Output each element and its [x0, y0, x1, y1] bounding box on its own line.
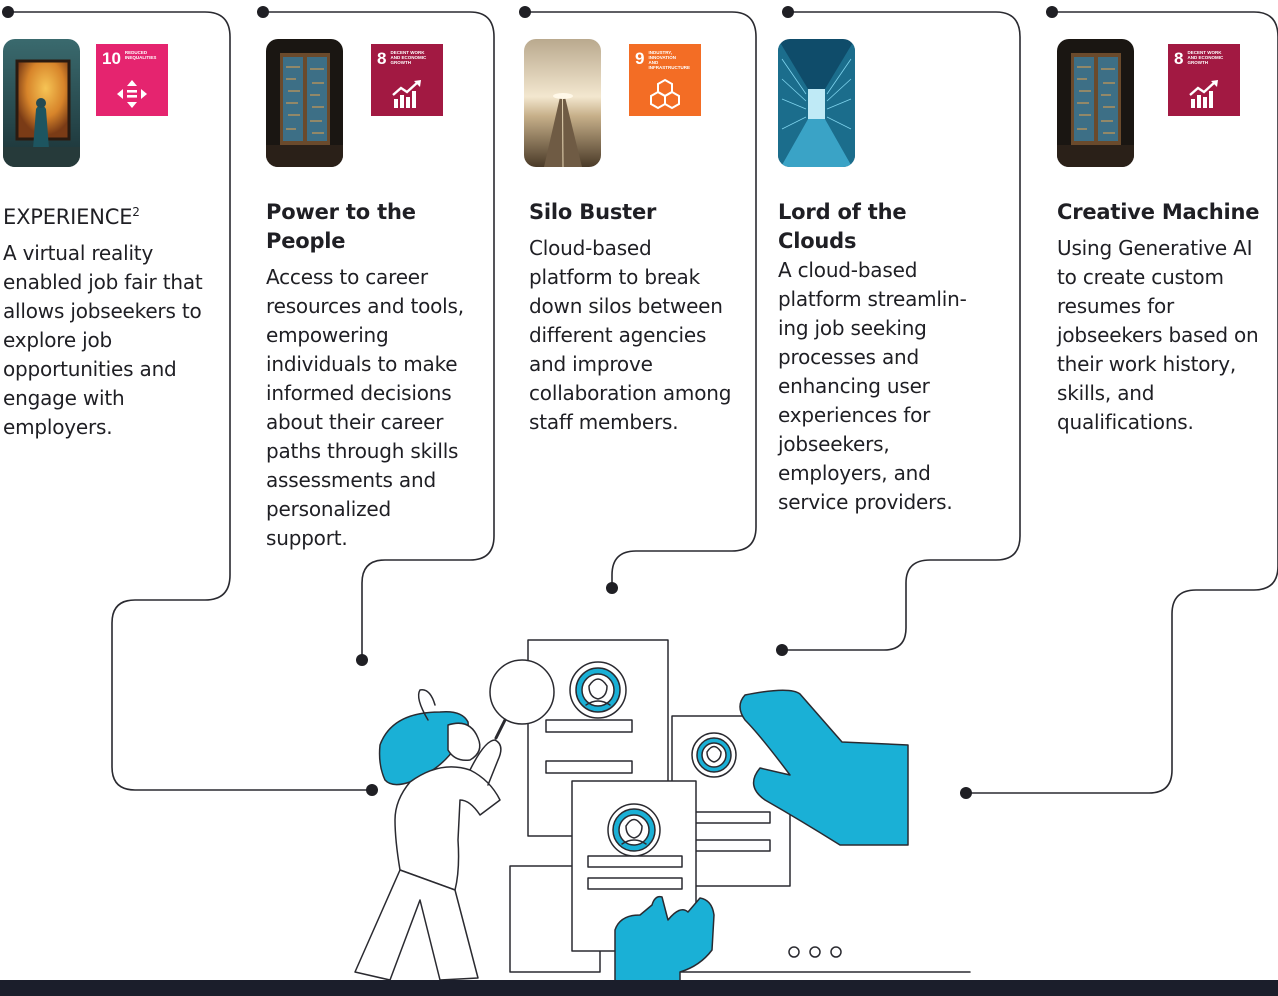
avatar-icon: [569, 661, 627, 719]
connector-dot: [960, 787, 972, 799]
connector-dot: [356, 654, 368, 666]
card-title: Creative Machine: [1057, 200, 1260, 224]
sdg-number: 8: [1174, 49, 1184, 68]
sdg-badge-8: 8Decent Work and Economic Growth: [371, 44, 443, 116]
sdg-number: 8: [377, 49, 387, 68]
card-5-thumbnail: [1057, 39, 1134, 167]
card-experience: EXPERIENCE2 A virtual reality enabled jo…: [3, 198, 208, 442]
card-2-thumbnail: [266, 39, 343, 167]
connector-dot: [1046, 6, 1058, 18]
job-search-illustration: [354, 639, 971, 996]
card-title: EXPERIENCE2: [3, 205, 140, 229]
avatar-icon: [691, 732, 737, 778]
hand-right: [739, 689, 909, 846]
growth-chart-icon: [1168, 72, 1240, 116]
sdg-number: 10: [102, 49, 121, 68]
magnifier-icon: [489, 659, 555, 725]
road-horizon-image: [524, 39, 601, 167]
card-lord-of-the-clouds: Lord of the Clouds A cloud-based platfor…: [778, 198, 990, 517]
connector-dot: [782, 6, 794, 18]
card-4-thumbnail: [778, 39, 855, 167]
circuit-door-image: [266, 39, 343, 167]
connector-line-4: [782, 11, 1021, 651]
card-title: Lord of the Clouds: [778, 200, 907, 253]
card-1-thumbnail: [3, 39, 80, 167]
person-legs: [354, 869, 479, 981]
connector-dot: [606, 582, 618, 594]
footer-bar: [0, 980, 1278, 996]
vr-doorway-image: [3, 39, 80, 167]
sdg-label: Decent Work and Economic Growth: [390, 50, 427, 65]
equality-arrows-icon: [96, 72, 168, 116]
superscript: 2: [132, 205, 140, 219]
card-title: Power to the People: [266, 200, 416, 253]
connector-line-2: [263, 11, 495, 660]
sdg-label: Industry, Innovation and Infrastructure: [648, 50, 690, 70]
sdg-badge-9: 9Industry, Innovation and Infrastructure: [629, 44, 701, 116]
card-description: Using Generative AI to create custom res…: [1057, 236, 1259, 434]
server-corridor-image: [778, 39, 855, 167]
card-description: A cloud-based platform streamlin-ing job…: [778, 258, 967, 514]
connector-dot: [519, 6, 531, 18]
person-head: [447, 722, 481, 762]
connector-dot: [2, 6, 14, 18]
hand-bottom: [614, 895, 715, 996]
connector-line-5: [966, 11, 1278, 794]
connector-dot: [776, 644, 788, 656]
card-description: Access to career resources and tools, em…: [266, 265, 464, 550]
card-creative-machine: Creative Machine Using Generative AI to …: [1057, 198, 1262, 437]
person-body: [394, 766, 501, 891]
card-3-thumbnail: [524, 39, 601, 167]
connector-line-3: [525, 11, 757, 588]
connector-dot: [257, 6, 269, 18]
card-description: Cloud-based platform to break down silos…: [529, 236, 732, 434]
card-power-to-the-people: Power to the People Access to career res…: [266, 198, 478, 553]
growth-chart-icon: [371, 72, 443, 116]
card-description: A virtual reality enabled job fair that …: [3, 241, 203, 439]
cubes-icon: [629, 72, 701, 116]
sdg-label: Decent Work and Economic Growth: [1187, 50, 1224, 65]
avatar-icon: [607, 803, 661, 857]
connector-dot: [366, 784, 378, 796]
circuit-door-image: [1057, 39, 1134, 167]
card-silo-buster: Silo Buster Cloud-based platform to brea…: [529, 198, 734, 437]
sdg-label: Reduced Inequalities: [124, 50, 157, 60]
sdg-badge-8: 8Decent Work and Economic Growth: [1168, 44, 1240, 116]
card-title: Silo Buster: [529, 200, 657, 224]
connector-line-1: [8, 11, 372, 791]
sdg-number: 9: [635, 49, 645, 68]
sdg-badge-10: 10Reduced Inequalities: [96, 44, 168, 116]
